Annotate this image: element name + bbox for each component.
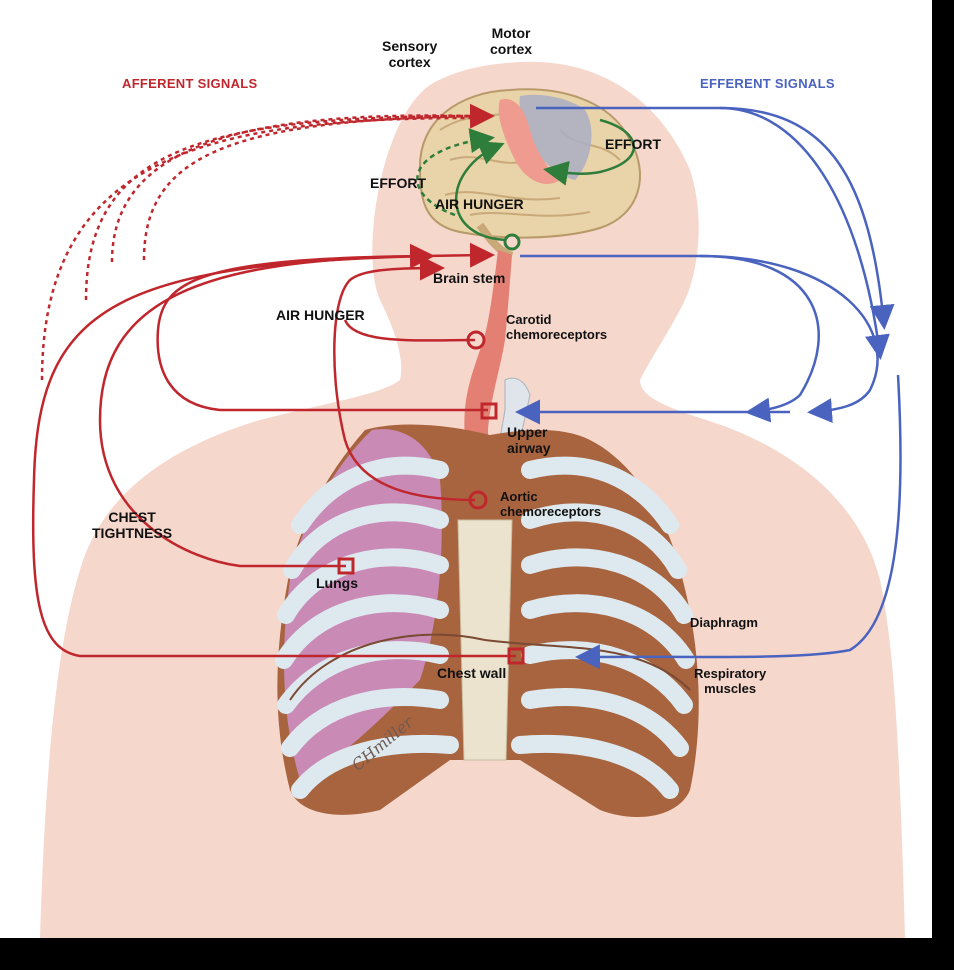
aortic-line1: Aortic [500,490,601,505]
aortic-line2: chemoreceptors [500,505,601,520]
afferent-signals-header: AFFERENT SIGNALS [122,76,258,91]
motor-cortex-line2: cortex [490,41,532,57]
rib-cage [277,425,698,817]
chest-tightness-line2: TIGHTNESS [92,525,172,541]
respiratory-muscles-line2: muscles [694,682,766,697]
chest-wall-label: Chest wall [437,665,506,681]
motor-cortex-line1: Motor [490,25,532,41]
brain-stem-marker [505,235,519,249]
carotid-label: Carotid chemoreceptors [506,313,607,343]
diaphragm-label: Diaphragm [690,616,758,631]
chest-tightness-line1: CHEST [92,509,172,525]
sensory-cortex-line1: Sensory [382,38,437,54]
efferent-signals-header: EFFERENT SIGNALS [700,76,835,91]
air-hunger-left-label: AIR HUNGER [276,307,365,323]
carotid-line2: chemoreceptors [506,328,607,343]
sensory-cortex-label: Sensory cortex [382,38,437,70]
sensory-cortex-line2: cortex [382,54,437,70]
brain-stem-label: Brain stem [433,270,505,286]
effort-label-left: EFFORT [370,175,426,191]
respiratory-muscles-line1: Respiratory [694,667,766,682]
upper-airway-line1: Upper [507,424,551,440]
effort-label-right: EFFORT [605,136,661,152]
upper-airway-line2: airway [507,440,551,456]
aortic-label: Aortic chemoreceptors [500,490,601,520]
respiratory-muscles-label: Respiratory muscles [694,667,766,697]
carotid-line1: Carotid [506,313,607,328]
chest-tightness-label: CHEST TIGHTNESS [92,509,172,541]
motor-cortex-label: Motor cortex [490,25,532,57]
lungs-label: Lungs [316,575,358,591]
upper-airway-label: Upper airway [507,424,551,456]
air-hunger-brain-label: AIR HUNGER [435,196,524,212]
